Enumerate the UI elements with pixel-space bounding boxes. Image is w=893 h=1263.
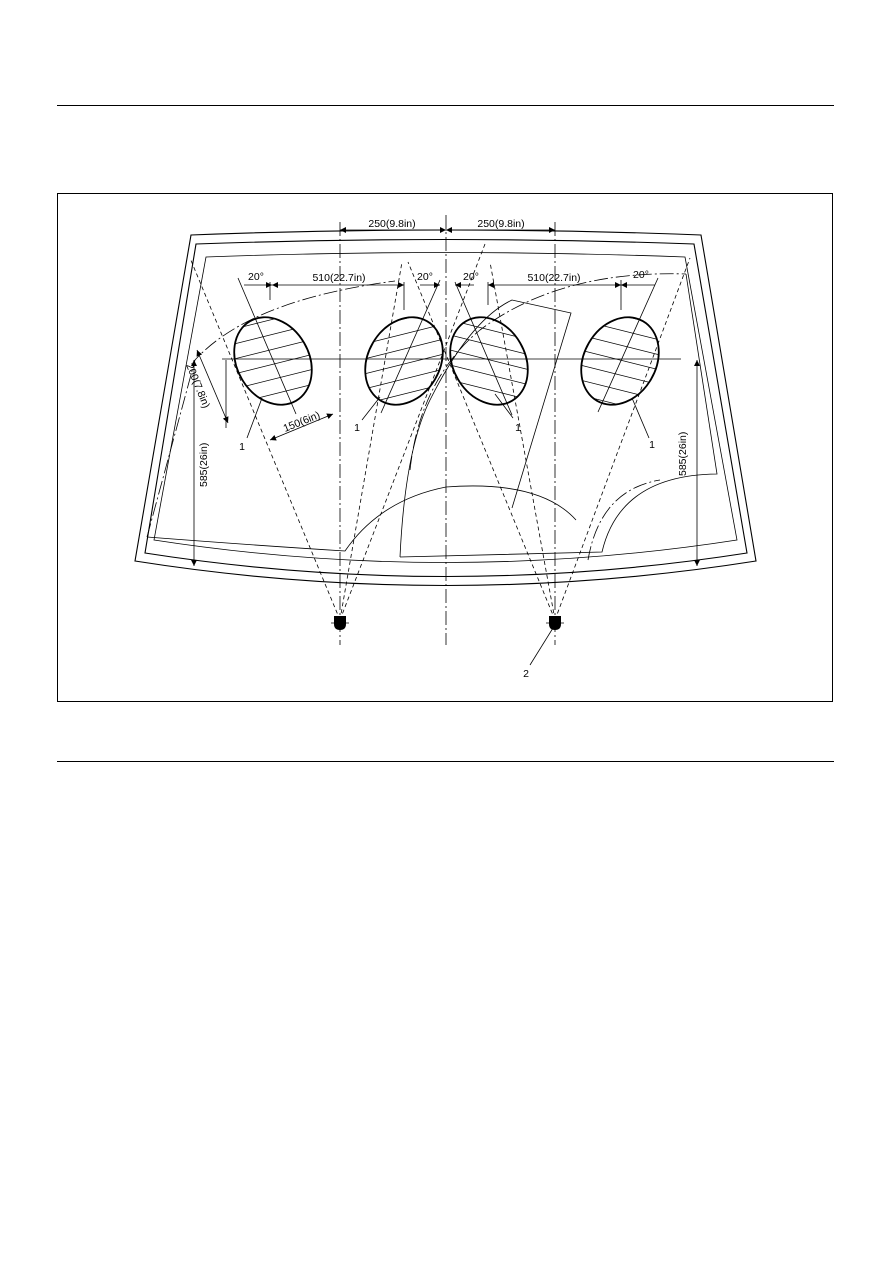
- dimension-lines: [191, 227, 700, 566]
- figure-frame: [57, 193, 833, 702]
- dim-585-right: 585(26in): [677, 432, 689, 476]
- dim-510-left: 510(22.7in): [312, 272, 365, 284]
- angle-label: 20°: [463, 271, 479, 283]
- dim-250-left: 250(9.8in): [368, 218, 415, 230]
- callout-1: 1: [354, 422, 360, 434]
- dim-510-right: 510(22.7in): [527, 272, 580, 284]
- angle-label: 20°: [417, 271, 433, 283]
- callout-leaders: [246, 393, 650, 666]
- oval-axes: [237, 277, 659, 416]
- angle-label: 20°: [248, 271, 264, 283]
- spray-area-1: [218, 304, 328, 419]
- windshield-outline: [134, 229, 757, 587]
- spray-area-2: [349, 304, 459, 419]
- spray-lines: [189, 243, 691, 621]
- callout-1: 1: [649, 439, 655, 451]
- header-rule: [57, 105, 834, 106]
- dim-250-right: 250(9.8in): [477, 218, 524, 230]
- angle-label: 20°: [633, 269, 649, 281]
- callout-1: 1: [515, 422, 521, 434]
- nozzle-icon: [546, 616, 564, 630]
- footer-rule: [57, 761, 834, 762]
- callout-1: 1: [239, 441, 245, 453]
- spray-area-4: [565, 303, 675, 419]
- dim-150: 150(6in): [282, 409, 322, 435]
- dim-585-left: 585(26in): [198, 443, 210, 487]
- dim-200: 200(7.8in): [183, 362, 212, 410]
- callout-2: 2: [523, 668, 529, 680]
- nozzle-icon: [331, 616, 349, 630]
